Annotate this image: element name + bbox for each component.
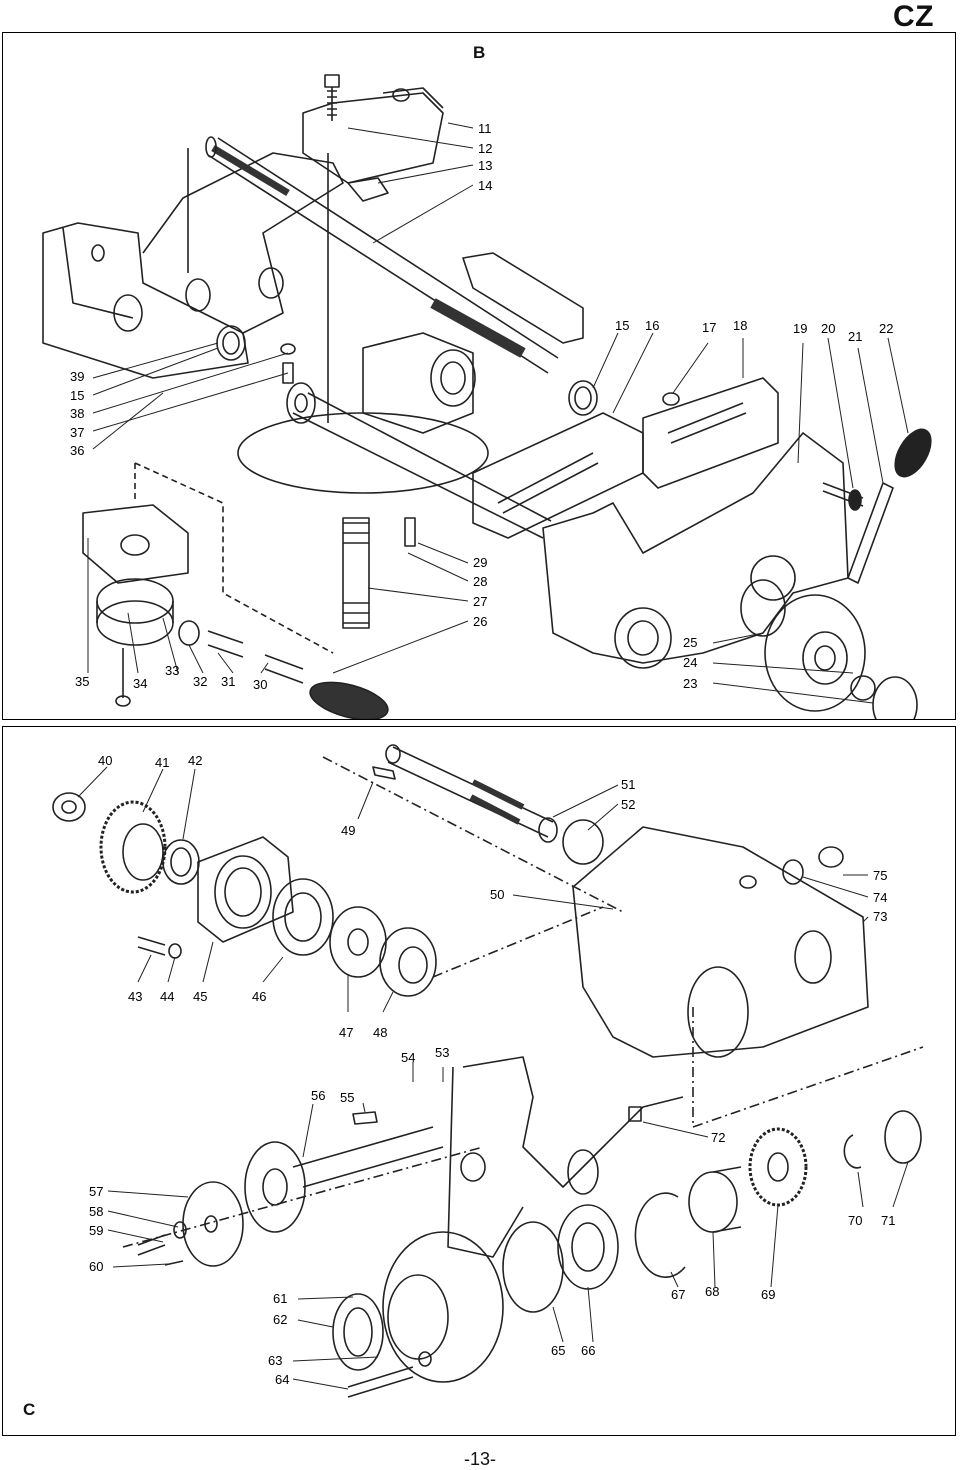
handwheel <box>764 594 866 712</box>
callout-15-left: 15 <box>70 388 84 403</box>
callout-66: 66 <box>581 1343 595 1358</box>
callout-69: 69 <box>761 1287 775 1302</box>
callout-27: 27 <box>473 594 487 609</box>
callout-38: 38 <box>70 406 84 421</box>
callout-50: 50 <box>490 887 504 902</box>
callout-22: 22 <box>879 321 893 336</box>
callout-54: 54 <box>401 1050 415 1065</box>
callout-53: 53 <box>435 1045 449 1060</box>
left-jaw-block <box>42 222 249 379</box>
callout-15: 15 <box>615 318 629 333</box>
callout-13: 13 <box>478 158 492 173</box>
callout-33: 33 <box>165 663 179 678</box>
panel-c-letter: C <box>23 1400 36 1419</box>
callout-28: 28 <box>473 574 487 589</box>
callout-23: 23 <box>683 676 697 691</box>
callout-72: 72 <box>711 1130 725 1145</box>
callout-11: 11 <box>478 121 492 136</box>
callout-74: 74 <box>873 890 887 905</box>
callout-39: 39 <box>70 369 84 384</box>
callout-55: 55 <box>340 1090 354 1105</box>
callout-51: 51 <box>621 777 635 792</box>
callout-58: 58 <box>89 1204 103 1219</box>
callout-48: 48 <box>373 1025 387 1040</box>
callout-36: 36 <box>70 443 84 458</box>
callout-47: 47 <box>339 1025 353 1040</box>
language-tag: CZ <box>893 0 934 33</box>
callout-65: 65 <box>551 1343 565 1358</box>
callout-57: 57 <box>89 1184 103 1199</box>
callout-46: 46 <box>252 989 266 1004</box>
top-clamp-block <box>302 92 444 184</box>
callout-12: 12 <box>478 141 492 156</box>
diagram-panel-c: C <box>2 726 956 1436</box>
diagram-panel-b: B <box>2 32 956 720</box>
callout-44: 44 <box>160 989 174 1004</box>
callout-35: 35 <box>75 674 89 689</box>
callout-60: 60 <box>89 1259 103 1274</box>
panel-c-drawing: 40 41 42 49 51 52 75 74 73 50 43 44 45 4… <box>52 744 924 1398</box>
callout-42: 42 <box>188 753 202 768</box>
callout-17: 17 <box>702 320 716 335</box>
callout-29: 29 <box>473 555 487 570</box>
base-disk <box>237 412 489 494</box>
callout-43: 43 <box>128 989 142 1004</box>
callout-16: 16 <box>645 318 659 333</box>
callout-18: 18 <box>733 318 747 333</box>
callout-71: 71 <box>881 1213 895 1228</box>
callout-63: 63 <box>268 1353 282 1368</box>
callout-61: 61 <box>273 1291 287 1306</box>
gear-housing <box>572 826 869 1058</box>
callout-70: 70 <box>848 1213 862 1228</box>
callout-49: 49 <box>341 823 355 838</box>
page-number: -13- <box>463 1449 496 1469</box>
callout-26: 26 <box>473 614 487 629</box>
callout-40: 40 <box>98 753 112 768</box>
callout-14: 14 <box>478 178 492 193</box>
callout-68: 68 <box>705 1284 719 1299</box>
callout-34: 34 <box>133 676 147 691</box>
callout-24: 24 <box>683 655 697 670</box>
callout-73: 73 <box>873 909 887 924</box>
callout-37: 37 <box>70 425 84 440</box>
panel-b-letter: B <box>473 43 486 62</box>
callout-30: 30 <box>253 677 267 692</box>
callout-32: 32 <box>193 674 207 689</box>
callout-56: 56 <box>311 1088 325 1103</box>
callout-52: 52 <box>621 797 635 812</box>
callout-20: 20 <box>821 321 835 336</box>
callout-31: 31 <box>221 674 235 689</box>
callout-75: 75 <box>873 868 887 883</box>
callout-64: 64 <box>275 1372 289 1387</box>
callout-45: 45 <box>193 989 207 1004</box>
panel-b-drawing: 11 12 13 14 15 16 17 18 19 20 21 22 39 1… <box>42 74 932 719</box>
panel-b-callouts: 11 12 13 14 15 16 17 18 19 20 21 22 39 1… <box>70 121 893 692</box>
callout-19: 19 <box>793 321 807 336</box>
callout-62: 62 <box>273 1312 287 1327</box>
callout-25: 25 <box>683 635 697 650</box>
right-jaw <box>462 252 584 344</box>
callout-67: 67 <box>671 1287 685 1302</box>
callout-41: 41 <box>155 755 169 770</box>
callout-59: 59 <box>89 1223 103 1238</box>
panel-c-callouts: 40 41 42 49 51 52 75 74 73 50 43 44 45 4… <box>89 753 895 1387</box>
callout-21: 21 <box>848 329 862 344</box>
